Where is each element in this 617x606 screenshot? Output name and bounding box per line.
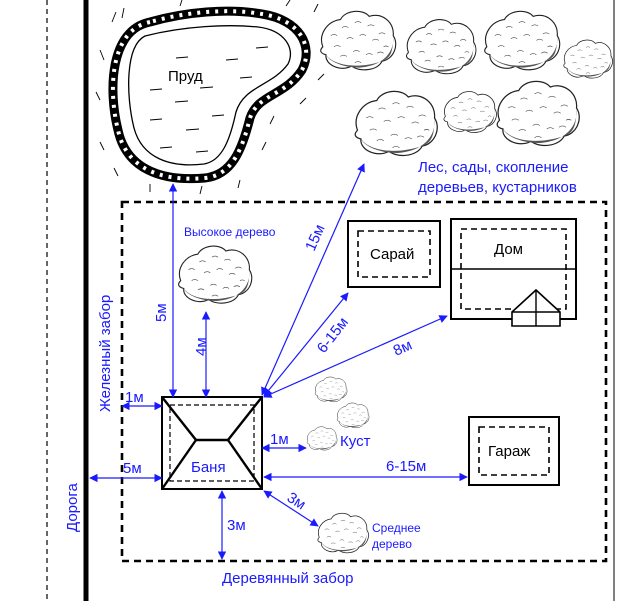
bathhouse: Баня [161,396,263,490]
distance-to-bush: 1м [270,431,289,448]
bathhouse-label: Баня [191,459,226,476]
medium-tree: Среднее дерево [317,512,421,554]
road-label: Дорога [64,483,81,532]
garage: Гараж [468,416,560,486]
tall-tree: Высокое дерево [178,225,276,304]
bush-label: Куст [340,433,371,450]
garage-label: Гараж [488,443,530,460]
shed: Сарай [347,220,441,288]
distance-to-iron-fence: 5м [153,303,170,322]
distance-to-left-fence: 1м [125,389,144,406]
distance-to-wooden-fence: 3м [227,517,246,534]
forest-label-line1: Лес, сады, скопление [418,159,569,176]
distance-to-garage: 6-15м [386,458,426,475]
forest: Лес, сады, скопление деревьев, кустарник… [320,10,613,196]
iron-fence-label: Железный забор [97,295,114,412]
distance-to-shed: 6-15м [314,314,352,356]
distance-to-tall-tree: 4м [193,337,210,356]
pond-label: Пруд [168,68,203,85]
medium-tree-label-line1: Среднее [372,521,421,535]
wooden-fence-label: Деревянный забор [222,570,354,587]
distance-to-house: 8м [391,337,415,360]
distance-to-medium-tree: 3м [284,489,309,513]
house-label: Дом [494,241,523,258]
bushes: Куст [306,376,371,451]
shed-label: Сарай [370,246,414,263]
distance-to-road: 5м [123,460,142,477]
tall-tree-label: Высокое дерево [184,225,276,239]
forest-label-line2: деревьев, кустарников [418,179,577,196]
house: Дом [450,218,577,327]
road: Дорога [46,0,89,601]
medium-tree-label-line2: дерево [372,537,412,551]
pond: Пруд [95,0,325,195]
distance-to-forest: 15м [302,222,329,254]
